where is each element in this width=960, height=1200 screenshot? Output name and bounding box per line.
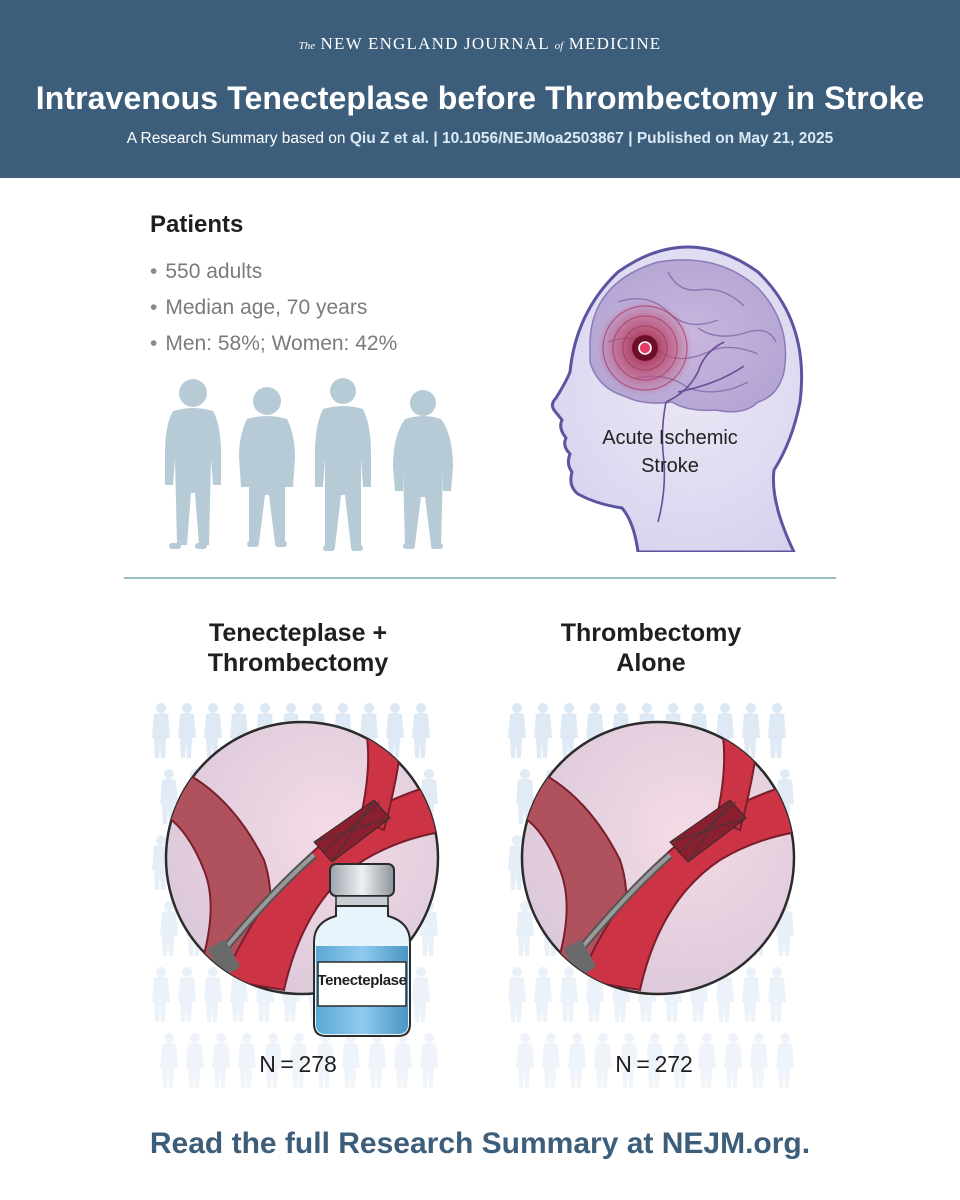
tenecteplase-vial-illustration	[313, 863, 411, 1037]
person-silhouette-icon	[165, 379, 221, 549]
arm2-sample-size: N = 272	[615, 1051, 693, 1077]
header-banner: The NEW ENGLAND JOURNAL of MEDICINE Intr…	[0, 0, 960, 178]
patients-list-item: •Men: 58%; Women: 42%	[150, 332, 398, 355]
subtitle-prefix: A Research Summary based on	[126, 130, 350, 147]
arm-title-line2: Alone	[616, 649, 686, 677]
subtitle-published-date: Published on May 21, 2025	[636, 130, 834, 147]
subtitle-doi: 10.1056/NEJMoa2503867	[442, 130, 624, 147]
patients-list-item: •550 adults	[150, 260, 263, 283]
journal-masthead: The NEW ENGLAND JOURNAL of MEDICINE	[0, 34, 960, 54]
arm2-vessel-illustration	[520, 720, 796, 996]
person-silhouette-icon	[315, 378, 371, 551]
subtitle-separator: |	[623, 130, 637, 147]
masthead-part2: MEDICINE	[568, 34, 662, 53]
footer-link-text[interactable]: Read the full Research Summary at NEJM.o…	[149, 1127, 811, 1160]
patients-list: •550 adults •Median age, 70 years •Men: …	[150, 257, 397, 365]
subtitle-separator: |	[429, 130, 443, 147]
arm-title-line2: Thrombectomy	[207, 649, 389, 677]
patient-silhouettes-illustration	[165, 378, 453, 551]
arm-title-thrombectomy-alone: Thrombectomy Alone	[491, 618, 811, 678]
arm1-sample-size: N = 278	[259, 1051, 337, 1077]
subtitle: A Research Summary based on Qiu Z et al.…	[0, 130, 960, 148]
masthead-of: of	[554, 40, 564, 52]
patients-heading: Patients	[150, 211, 244, 238]
masthead-part1: NEW ENGLAND JOURNAL	[320, 34, 550, 53]
head-brain-illustration	[550, 245, 804, 552]
person-silhouette-icon	[393, 390, 453, 549]
arm-title-line1: Tenecteplase +	[208, 619, 388, 647]
section-divider	[124, 577, 836, 579]
arm-title-line1: Thrombectomy	[560, 619, 742, 647]
brain-label-line1: Acute Ischemic	[602, 427, 738, 449]
page-title: Intravenous Tenecteplase before Thrombec…	[35, 80, 925, 116]
arm-title-tenecteplase-thrombectomy: Tenecteplase + Thrombectomy	[138, 618, 458, 678]
subtitle-author: Qiu Z et al.	[349, 130, 430, 147]
patients-list-item: •Median age, 70 years	[150, 296, 368, 319]
brain-label-line2: Stroke	[641, 455, 699, 477]
brain-label: Acute Ischemic Stroke	[568, 424, 772, 480]
masthead-the: The	[298, 40, 316, 52]
vial-label: Tenecteplase	[317, 972, 407, 989]
person-silhouette-icon	[239, 387, 295, 547]
